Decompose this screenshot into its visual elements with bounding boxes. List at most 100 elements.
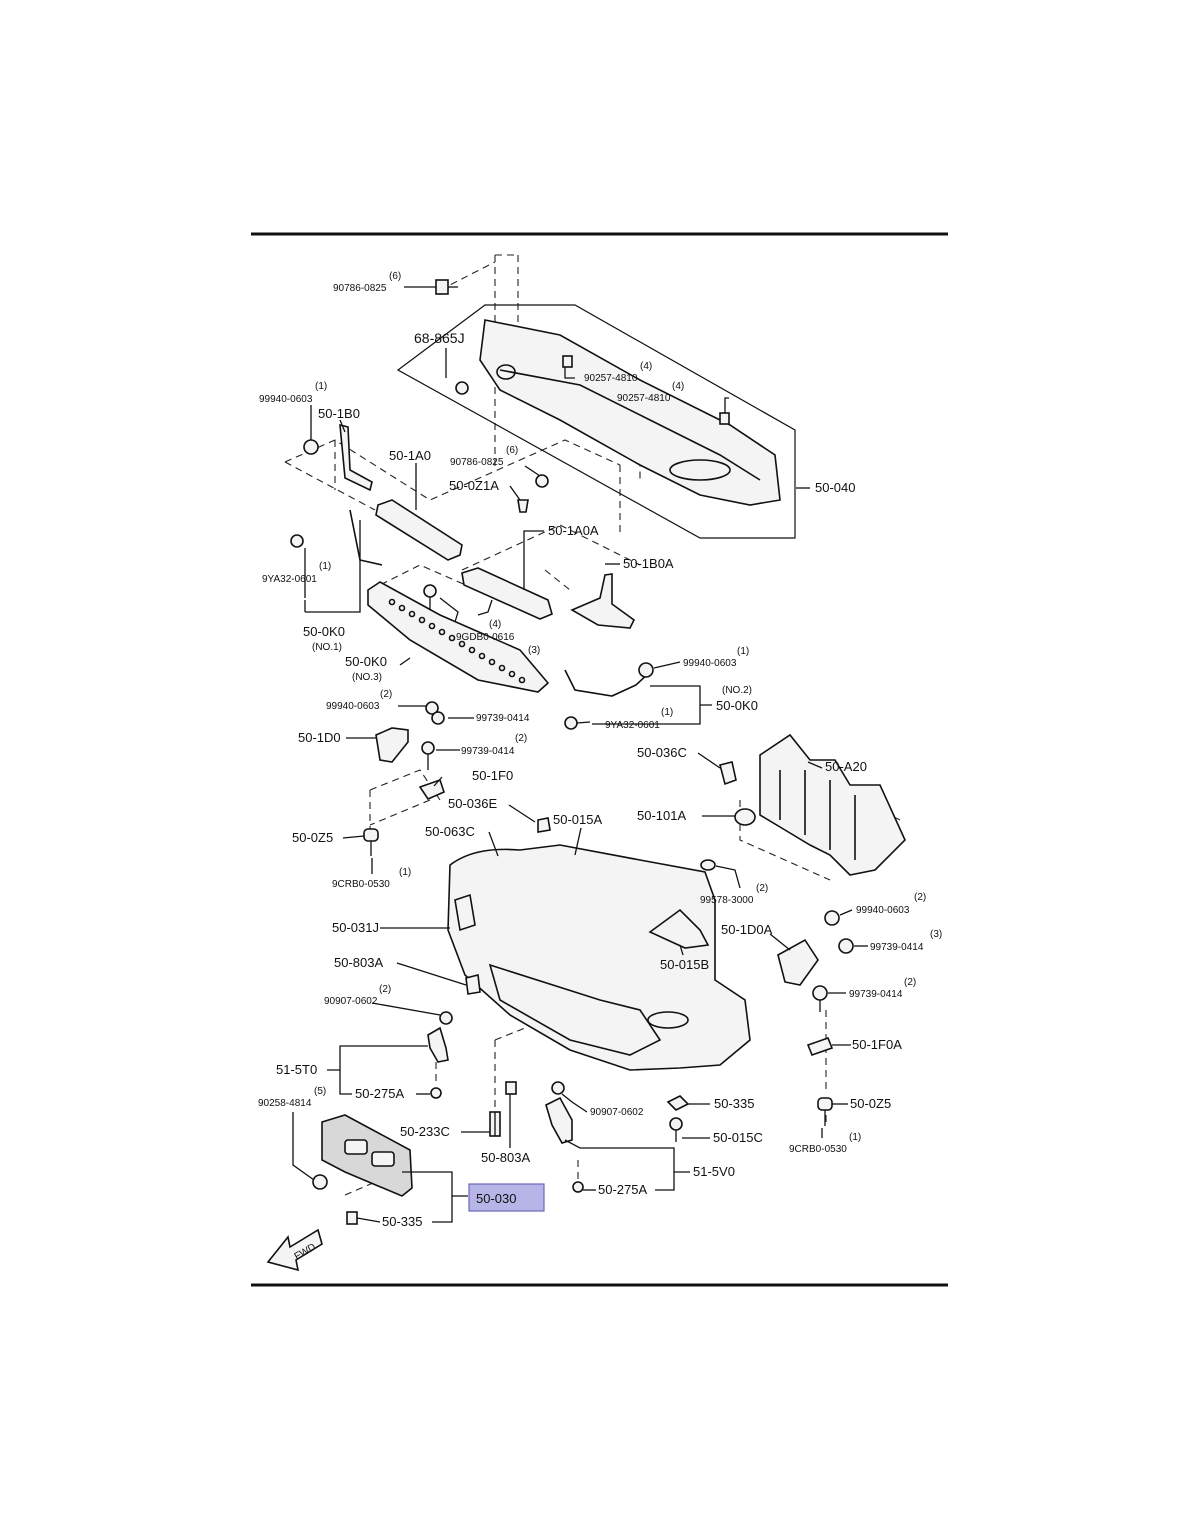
- part-label: 9YA32-0601: [262, 574, 317, 585]
- part-label: 99739-0414: [849, 989, 903, 1000]
- part-label: 50-0Z1A: [449, 478, 499, 493]
- nut-90907-0602-a: [439, 1011, 453, 1025]
- clip-50-0Z1A: [517, 499, 529, 513]
- part-label: 90907-0602: [590, 1107, 644, 1118]
- part-label: 50-015B: [660, 957, 709, 972]
- part-label: 99940-0603: [856, 905, 910, 916]
- part-label: 50-0K0: [345, 654, 387, 669]
- bumper-reinforcement: [479, 319, 781, 506]
- quantity-label: (2): [756, 883, 768, 894]
- nut-90257-4810-a: [562, 355, 573, 368]
- side-bracket-50-1B0: [339, 423, 373, 492]
- absorber-50-0K0-no3: [367, 581, 550, 693]
- highlight-box-50-030: [468, 1183, 545, 1212]
- part-label: 50-015A: [553, 812, 602, 827]
- part-label: 50-1F0: [472, 768, 513, 783]
- harness-50-0K0-no1: [349, 509, 383, 566]
- part-label: 68-865J: [414, 330, 465, 346]
- bumper-fog-opening: [647, 1011, 689, 1029]
- part-label: 50-015C: [713, 1130, 763, 1145]
- part-label: 50-A20: [825, 759, 867, 774]
- quantity-label: (4): [489, 619, 501, 630]
- bracket-50-1D0: [375, 727, 409, 763]
- part-label: 50-0K0: [303, 624, 345, 639]
- quantity-label: (1): [737, 646, 749, 657]
- quantity-label: (1): [319, 561, 331, 572]
- part-label: 50-036C: [637, 745, 687, 760]
- harness-50-0K0-no2: [564, 669, 651, 697]
- bracket-50-1A0A: [461, 567, 553, 620]
- part-label: 99940-0603: [259, 394, 313, 405]
- clip-50-036E: [537, 817, 551, 833]
- part-label: 50-275A: [355, 1086, 404, 1101]
- quantity-label: (1): [661, 707, 673, 718]
- part-label: 9CRB0-0530: [332, 879, 390, 890]
- quantity-label: (1): [849, 1132, 861, 1143]
- nut-50-275A-b: [572, 1181, 584, 1193]
- reinforcement-hole: [669, 459, 731, 481]
- part-label: (NO.2): [722, 685, 752, 696]
- screw-99739-0414-a: [431, 711, 445, 725]
- absorber-ribs: [779, 770, 856, 860]
- bracket-50-803A-a: [465, 974, 481, 995]
- screw-9GDB0-0616: [423, 584, 437, 610]
- part-label-highlighted: 50-030: [476, 1191, 516, 1206]
- bumper-side-vent: [454, 893, 476, 932]
- side-bracket-50-1B0A: [570, 573, 636, 629]
- part-label: 90907-0602: [324, 996, 378, 1007]
- part-label: 50-1A0A: [548, 523, 599, 538]
- nut-99940-0603-b: [638, 662, 654, 678]
- bumper-lower-intake: [488, 963, 662, 1056]
- bracket-50-1D0A: [777, 938, 819, 986]
- part-label: 90257-4810: [617, 393, 671, 404]
- license-bracket-slot: [344, 1139, 368, 1155]
- part-label: 50-063C: [425, 824, 475, 839]
- nut-99940-0603-d: [824, 910, 840, 926]
- quantity-label: (6): [506, 445, 518, 456]
- part-label: 50-101A: [637, 808, 686, 823]
- part-label: 99739-0414: [870, 942, 924, 953]
- part-label: 51-5V0: [693, 1164, 735, 1179]
- cap-50-101A: [734, 808, 756, 826]
- part-label: 50-0Z5: [850, 1096, 891, 1111]
- part-label: 50-803A: [334, 955, 383, 970]
- nut-99940-0603-a: [303, 439, 319, 455]
- clip-50-0Z5-b: [817, 1097, 833, 1126]
- part-label: 50-1D0: [298, 730, 341, 745]
- bracket-50-1F0A: [806, 1036, 834, 1057]
- part-label: 9YA32-0601: [605, 720, 660, 731]
- screw-99739-0414-c: [838, 938, 854, 954]
- grommet-99578-3000: [700, 859, 716, 871]
- part-label: 90786-0825: [333, 283, 387, 294]
- quantity-label: (2): [515, 733, 527, 744]
- bracket-50-1A0: [375, 499, 463, 561]
- screw-90258-4814: [312, 1174, 328, 1190]
- clip-50-036C: [719, 761, 737, 786]
- part-label: 99940-0603: [326, 701, 380, 712]
- quantity-label: (2): [380, 689, 392, 700]
- quantity-label: (5): [314, 1086, 326, 1097]
- bolt-9YA32-0601-a: [290, 534, 304, 548]
- part-label: 99578-3000: [700, 895, 754, 906]
- quantity-labels: (6) (4) (4) (1) (6) (1) (4) (3) (1) (2) …: [314, 271, 942, 1143]
- part-label: 50-275A: [598, 1182, 647, 1197]
- part-labels: 90786-0825 68-865J 90257-4810 90257-4810…: [258, 283, 924, 1229]
- part-label: 50-1B0A: [623, 556, 674, 571]
- bolt-68-865J: [455, 381, 469, 395]
- nut-50-275A-a: [430, 1087, 442, 1099]
- screw-99739-0414-d: [812, 985, 828, 1012]
- part-label: 50-233C: [400, 1124, 450, 1139]
- clip-50-335-b: [346, 1211, 358, 1225]
- part-label: 50-031J: [332, 920, 379, 935]
- absorber-50-A20: [759, 733, 906, 876]
- tow-hook-51-5T0: [427, 1026, 449, 1063]
- quantity-label: (6): [389, 271, 401, 282]
- bolt-50-015C: [669, 1117, 683, 1142]
- part-label: (NO.1): [312, 642, 342, 653]
- part-label: 9GDB0-0616: [456, 632, 515, 643]
- nut-90257-4810-b: [719, 412, 730, 425]
- bracket-50-1F0: [418, 778, 445, 801]
- part-label: 90258-4814: [258, 1098, 312, 1109]
- clip-50-335-a: [666, 1095, 690, 1111]
